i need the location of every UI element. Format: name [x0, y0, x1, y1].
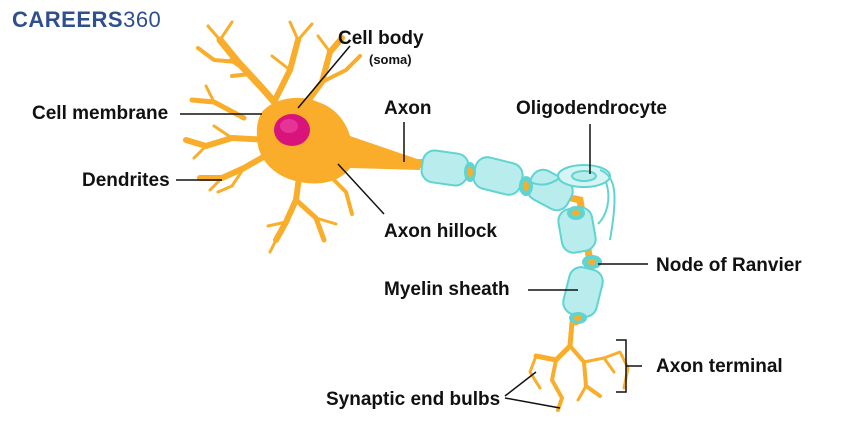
brand-name: CAREERS [12, 7, 124, 32]
dendrites-group [183, 20, 630, 412]
label-node-of-ranvier: Node of Ranvier [656, 255, 802, 276]
label-synaptic-end-bulbs: Synaptic end bulbs [326, 389, 501, 410]
label-dendrites: Dendrites [82, 170, 170, 191]
brand-logo: CAREERS360 [12, 7, 161, 33]
label-soma: (soma) [369, 52, 412, 67]
leader-lines [176, 45, 648, 409]
label-axon: Axon [384, 98, 432, 119]
brand-number: 360 [123, 7, 162, 32]
oligodendrocyte-shape [529, 164, 616, 241]
label-axon-terminal: Axon terminal [656, 356, 783, 377]
label-oligodendrocyte: Oligodendrocyte [516, 98, 667, 119]
label-cell-membrane: Cell membrane [32, 103, 169, 124]
label-myelin-sheath: Myelin sheath [384, 279, 510, 300]
label-cell-body: Cell body [338, 28, 424, 49]
label-axon-hillock: Axon hillock [384, 221, 497, 242]
